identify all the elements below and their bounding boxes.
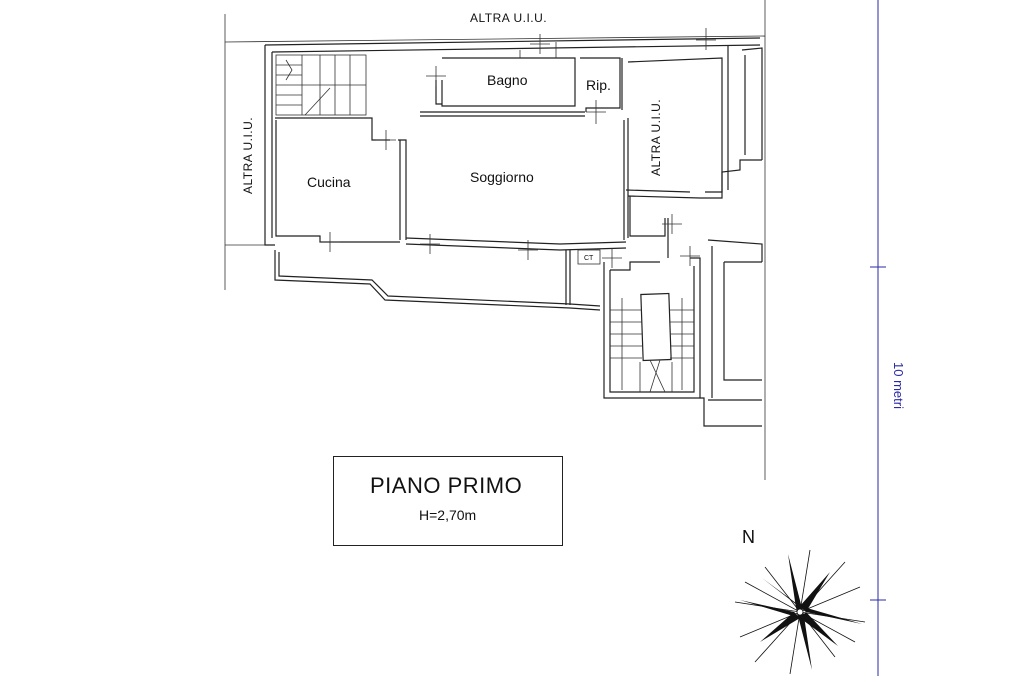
- room-label-bagno: Bagno: [487, 72, 528, 88]
- neighbor-label-top: ALTRA U.I.U.: [470, 11, 547, 25]
- neighbor-label-right: ALTRA U.I.U.: [649, 99, 663, 176]
- title-box: PIANO PRIMO H=2,70m: [333, 456, 563, 546]
- apartment-walls: [264, 28, 763, 427]
- room-label-ct: CT: [584, 255, 594, 262]
- compass-rose-icon: [734, 549, 866, 675]
- scale-bar: 10 metri: [870, 0, 906, 676]
- room-label-ripostiglio: Rip.: [586, 77, 611, 93]
- scale-label: 10 metri: [891, 362, 906, 409]
- ceiling-height: H=2,70m: [419, 507, 477, 523]
- floor-title: PIANO PRIMO: [370, 473, 523, 498]
- room-label-soggiorno: Soggiorno: [470, 169, 534, 185]
- north-label: N: [742, 527, 755, 547]
- room-label-cucina: Cucina: [307, 174, 351, 190]
- neighbor-boundaries: [224, 0, 766, 480]
- neighbor-label-left: ALTRA U.I.U.: [241, 117, 255, 194]
